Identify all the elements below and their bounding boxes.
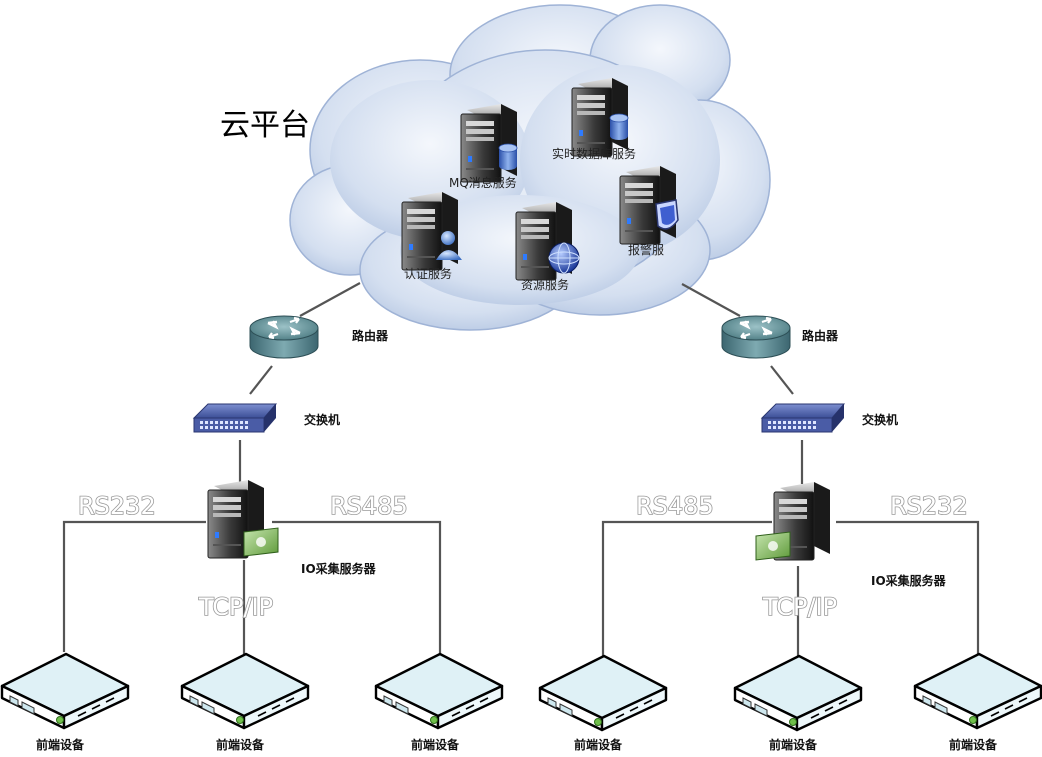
left-device-3-icon — [374, 652, 504, 730]
left-io-server-icon — [207, 479, 279, 559]
left-switch-icon — [193, 403, 277, 433]
right-device-2-label: 前端设备 — [769, 737, 818, 752]
auth-service-label: 认证服务 — [404, 266, 452, 281]
left-proto-bottom-label: TCP/IP — [198, 593, 273, 621]
right-proto-bottom-label: TCP/IP — [762, 593, 837, 621]
right-io-server-icon — [755, 481, 831, 561]
left-switch-label: 交换机 — [304, 412, 340, 427]
realtime-db-service-label: 实时数据库服务 — [552, 146, 636, 161]
mq-service-server-icon — [460, 103, 518, 183]
user-icon — [436, 231, 462, 260]
right-switch-label: 交换机 — [862, 412, 898, 427]
right-device-2-icon — [733, 654, 863, 732]
right-device-1-label: 前端设备 — [574, 737, 623, 752]
cloud-title: 云平台 — [220, 108, 310, 143]
left-device-1-label: 前端设备 — [36, 737, 85, 752]
right-router-label: 路由器 — [802, 328, 839, 343]
right-proto-left-label: RS485 — [636, 492, 714, 520]
shield-icon — [655, 199, 679, 230]
left-device-1-icon — [0, 652, 130, 730]
globe-icon — [548, 242, 580, 274]
left-device-3-label: 前端设备 — [411, 737, 460, 752]
alarm-service-label: 报警服 — [628, 242, 664, 257]
left-io-server-label: IO采集服务器 — [301, 561, 377, 576]
money-card-icon — [755, 531, 791, 561]
left-router-icon — [248, 314, 320, 360]
money-card-icon — [243, 527, 279, 557]
right-device-3-icon — [913, 652, 1042, 730]
right-proto-right-label: RS232 — [890, 492, 968, 520]
right-io-server-label: IO采集服务器 — [871, 573, 947, 588]
left-proto-left-label: RS232 — [78, 492, 156, 520]
left-proto-right-label: RS485 — [330, 492, 408, 520]
alarm-service-server-icon — [619, 165, 679, 245]
left-device-2-label: 前端设备 — [216, 737, 265, 752]
resource-service-label: 资源服务 — [521, 277, 569, 292]
right-device-3-label: 前端设备 — [949, 737, 998, 752]
right-router-icon — [720, 314, 792, 360]
left-router-label: 路由器 — [352, 328, 389, 343]
right-switch-icon — [761, 403, 845, 433]
realtime-db-server-icon — [571, 77, 629, 157]
connection-lines — [62, 282, 980, 658]
left-device-2-icon — [180, 652, 310, 730]
right-device-1-icon — [538, 654, 668, 732]
mq-service-label: MQ消息服务 — [449, 175, 517, 190]
auth-service-server-icon — [401, 191, 462, 271]
resource-service-server-icon — [515, 201, 580, 281]
